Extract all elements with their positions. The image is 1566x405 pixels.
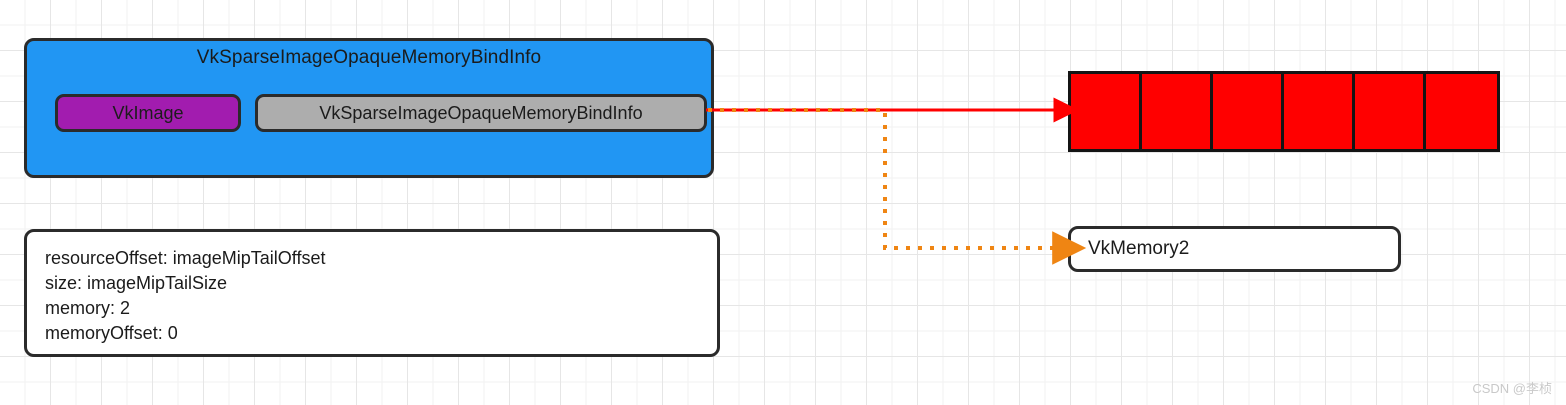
bind-info-chip: VkSparseImageOpaqueMemoryBindInfo <box>255 94 707 132</box>
vkimage-chip-label: VkImage <box>112 102 184 123</box>
csdn-watermark: CSDN @李桢 <box>1472 381 1552 396</box>
detail-line-resource-offset: resourceOffset: imageMipTailOffset <box>45 248 326 268</box>
memory-cell <box>1355 74 1426 149</box>
bind-info-chip-label: VkSparseImageOpaqueMemoryBindInfo <box>319 102 643 123</box>
vkimage-chip: VkImage <box>55 94 241 132</box>
vkmemory2-label: VkMemory2 <box>1088 238 1190 259</box>
bind-details-panel: resourceOffset: imageMipTailOffset size:… <box>24 229 720 357</box>
vkmemory2-box: VkMemory2 <box>1068 226 1401 272</box>
detail-line-memory-offset: memoryOffset: 0 <box>45 323 178 343</box>
memory-block-strip <box>1068 71 1500 152</box>
memory-cell <box>1213 74 1284 149</box>
bind-info-container: VkSparseImageOpaqueMemoryBindInfo VkImag… <box>24 38 714 178</box>
detail-line-size: size: imageMipTailSize <box>45 273 228 293</box>
bind-info-title: VkSparseImageOpaqueMemoryBindInfo <box>196 47 542 68</box>
memory-cell <box>1142 74 1213 149</box>
orange-memory-arrow <box>708 108 1087 265</box>
memory-cell <box>1284 74 1355 149</box>
memory-cell <box>1071 74 1142 149</box>
detail-line-memory: memory: 2 <box>45 298 131 318</box>
memory-cell <box>1426 74 1497 149</box>
